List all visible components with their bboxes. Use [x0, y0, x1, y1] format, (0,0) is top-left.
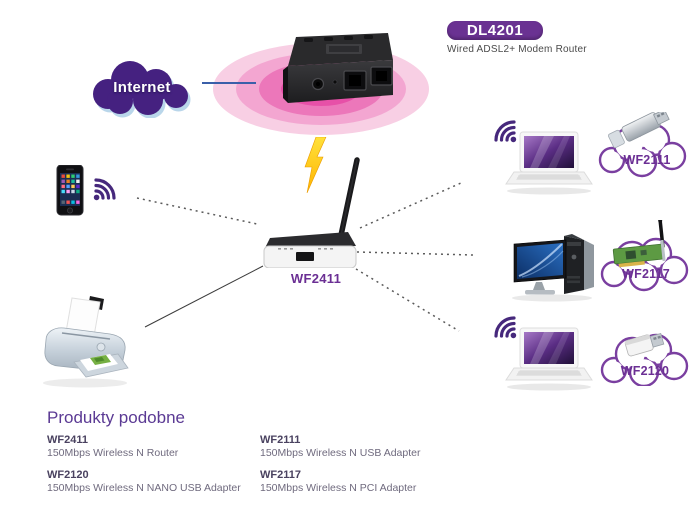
- product-item: WF2411 150Mbps Wireless N Router: [47, 434, 259, 460]
- modem-illustration: [283, 33, 393, 103]
- lightning-bolt-icon: [304, 137, 327, 193]
- wifi-icon: [494, 120, 517, 143]
- laptop-illustration: [505, 131, 593, 195]
- nano-usb-adapter-illustration: [624, 332, 665, 357]
- internet-cloud-icon: [93, 61, 191, 118]
- product-item: WF2111 150Mbps Wireless N USB Adapter: [260, 434, 480, 460]
- wifi-icon: [93, 178, 116, 201]
- router-to-laptop2-line: [355, 268, 460, 332]
- products-column-left: WF2411 150Mbps Wireless N Router WF2120 …: [47, 434, 259, 504]
- usb-adapter-illustration: [608, 112, 670, 149]
- model-subtitle: Wired ADSL2+ Modem Router: [447, 44, 587, 55]
- printer-illustration: [43, 296, 129, 388]
- cloud-usb-adapter: [598, 112, 687, 178]
- product-name: WF2411: [47, 434, 88, 446]
- products-heading: Produkty podobne: [47, 408, 185, 427]
- product-name: WF2111: [260, 434, 301, 446]
- router-to-laptop1-line: [359, 182, 462, 229]
- internet-label: Internet: [113, 79, 171, 96]
- product-description: 150Mbps Wireless N USB Adapter: [260, 447, 421, 459]
- phone-to-router-line: [136, 197, 258, 225]
- wifi-icon: [494, 316, 517, 339]
- cloud-outline-icon: [600, 333, 689, 386]
- cloud-pci-adapter: [600, 220, 689, 292]
- pci-adapter-illustration: [612, 220, 666, 268]
- product-description: 150Mbps Wireless N Router: [47, 447, 179, 459]
- adapter-cloud-label: WF2120: [620, 364, 670, 378]
- desktop-illustration: [512, 234, 594, 302]
- adapter-cloud-label: WF2117: [622, 267, 670, 281]
- phone-illustration: [56, 165, 84, 216]
- products-column-right: WF2111 150Mbps Wireless N USB Adapter WF…: [260, 434, 480, 504]
- router-illustration: [263, 157, 360, 268]
- cloud-nano-adapter: [600, 332, 689, 386]
- product-item: WF2117 150Mbps Wireless N PCI Adapter: [260, 469, 480, 495]
- product-description: 150Mbps Wireless N PCI Adapter: [260, 482, 417, 494]
- router-label: WF2411: [290, 271, 342, 286]
- cloud-outline-icon: [598, 123, 687, 178]
- printer-to-router-line: [144, 265, 264, 328]
- product-name: WF2117: [260, 469, 301, 481]
- product-name: WF2120: [47, 469, 89, 481]
- product-description: 150Mbps Wireless N NANO USB Adapter: [47, 482, 241, 494]
- laptop-illustration: [505, 327, 593, 391]
- product-item: WF2120 150Mbps Wireless N NANO USB Adapt…: [47, 469, 259, 495]
- router-to-desktop-line: [356, 251, 474, 256]
- model-badge: DL4201: [447, 21, 543, 40]
- adapter-cloud-label: WF2111: [623, 153, 671, 167]
